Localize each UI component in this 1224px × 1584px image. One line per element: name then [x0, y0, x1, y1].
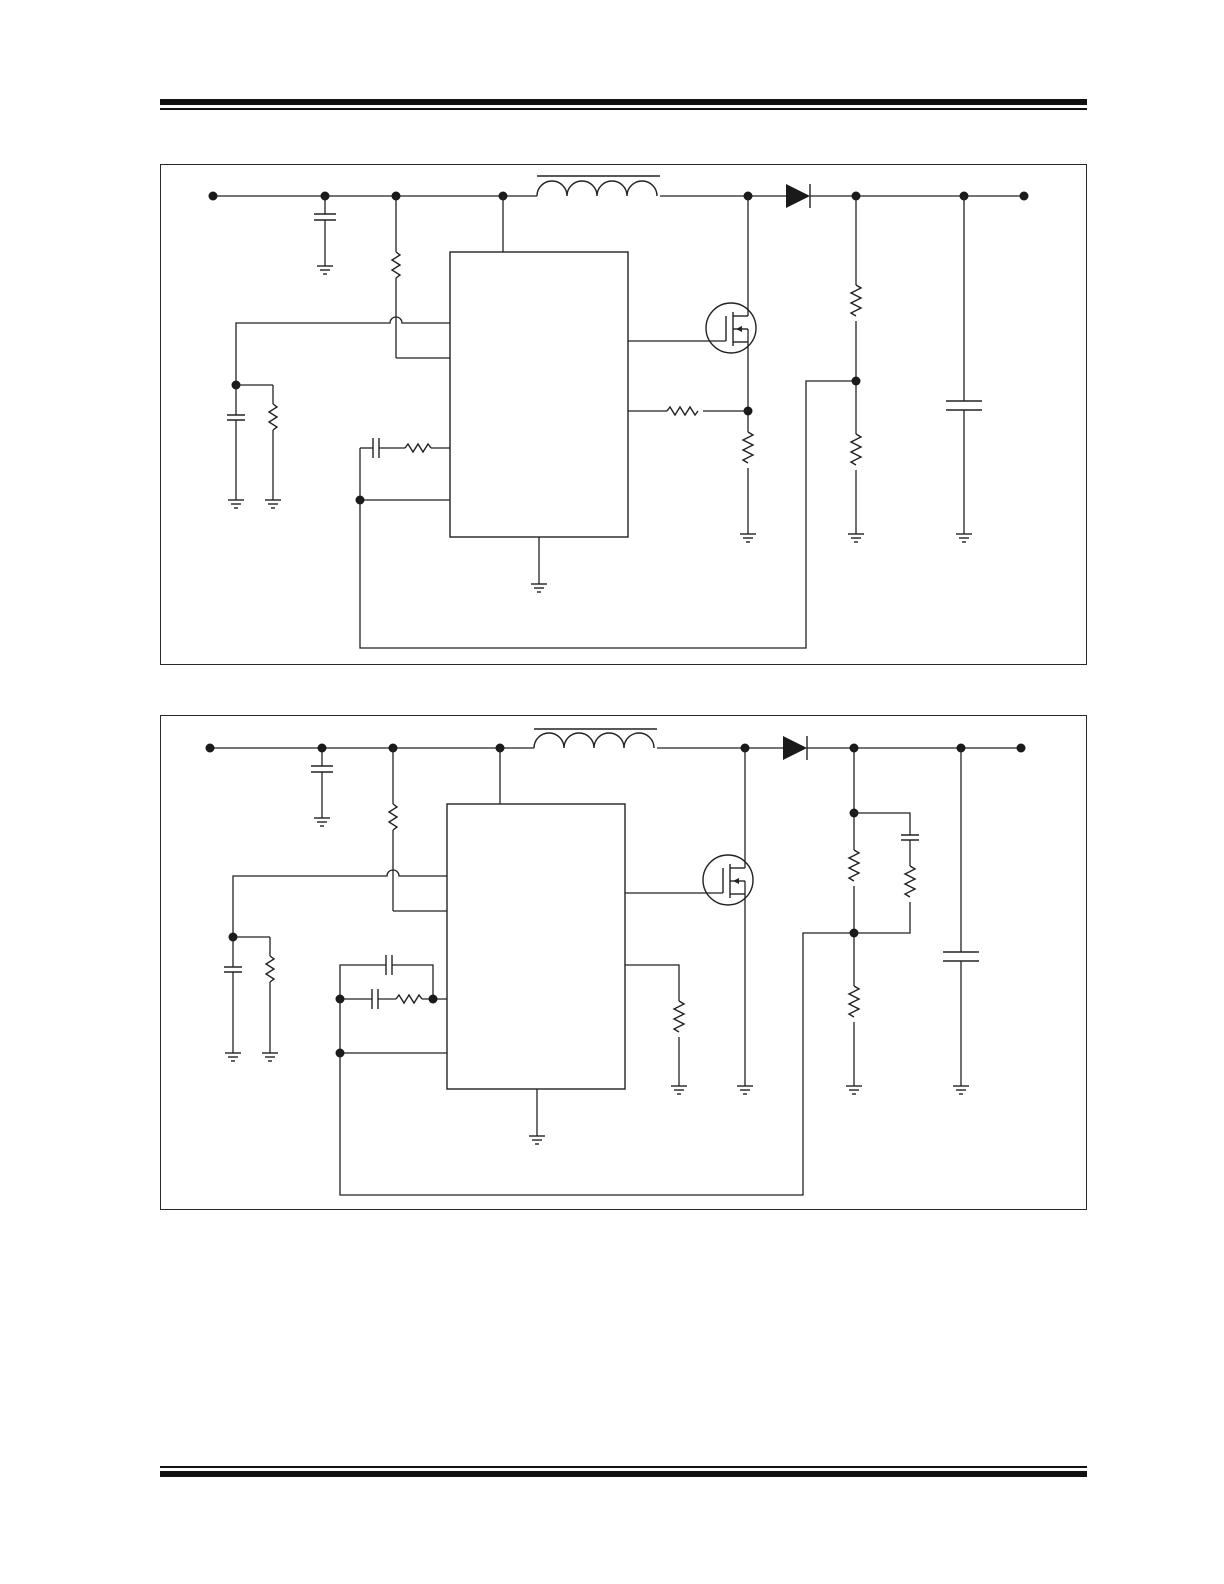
inductor-symbol-2: [507, 728, 657, 749]
current-sense-network: [628, 405, 757, 543]
pullup-resistor-symbol: [390, 196, 450, 359]
mosfet-symbol-2: [625, 854, 754, 906]
schematic-1: [208, 175, 1029, 649]
mosfet-symbol: [628, 302, 757, 354]
input-capacitor-symbol: [314, 196, 336, 275]
output-capacitor-symbol: [946, 196, 982, 543]
header-rule-thick: [160, 99, 1087, 105]
controller-ic-2: [446, 803, 626, 1090]
feedback-divider-2: [845, 748, 919, 1095]
sense-resistor-2: [625, 964, 688, 1095]
footer-rule-thick: [160, 1471, 1087, 1477]
output-capacitor-symbol-2: [943, 748, 979, 1095]
schematic-panel-1: [160, 164, 1087, 665]
type3-compensation: [335, 955, 447, 1058]
input-capacitor-symbol-2: [311, 748, 333, 827]
schematic-2: [205, 728, 1026, 1196]
pullup-resistor-symbol-2: [387, 748, 447, 912]
diode-symbol: [786, 184, 811, 208]
soft-start-network-2: [224, 936, 279, 1062]
schematic-panel-2: [160, 715, 1087, 1210]
header-rule-thin: [160, 108, 1087, 110]
feedback-divider: [847, 196, 865, 543]
diode-symbol-2: [783, 736, 808, 760]
soft-start-network: [227, 384, 282, 509]
footer-rule-thin: [160, 1466, 1087, 1468]
inductor-symbol: [510, 175, 660, 197]
